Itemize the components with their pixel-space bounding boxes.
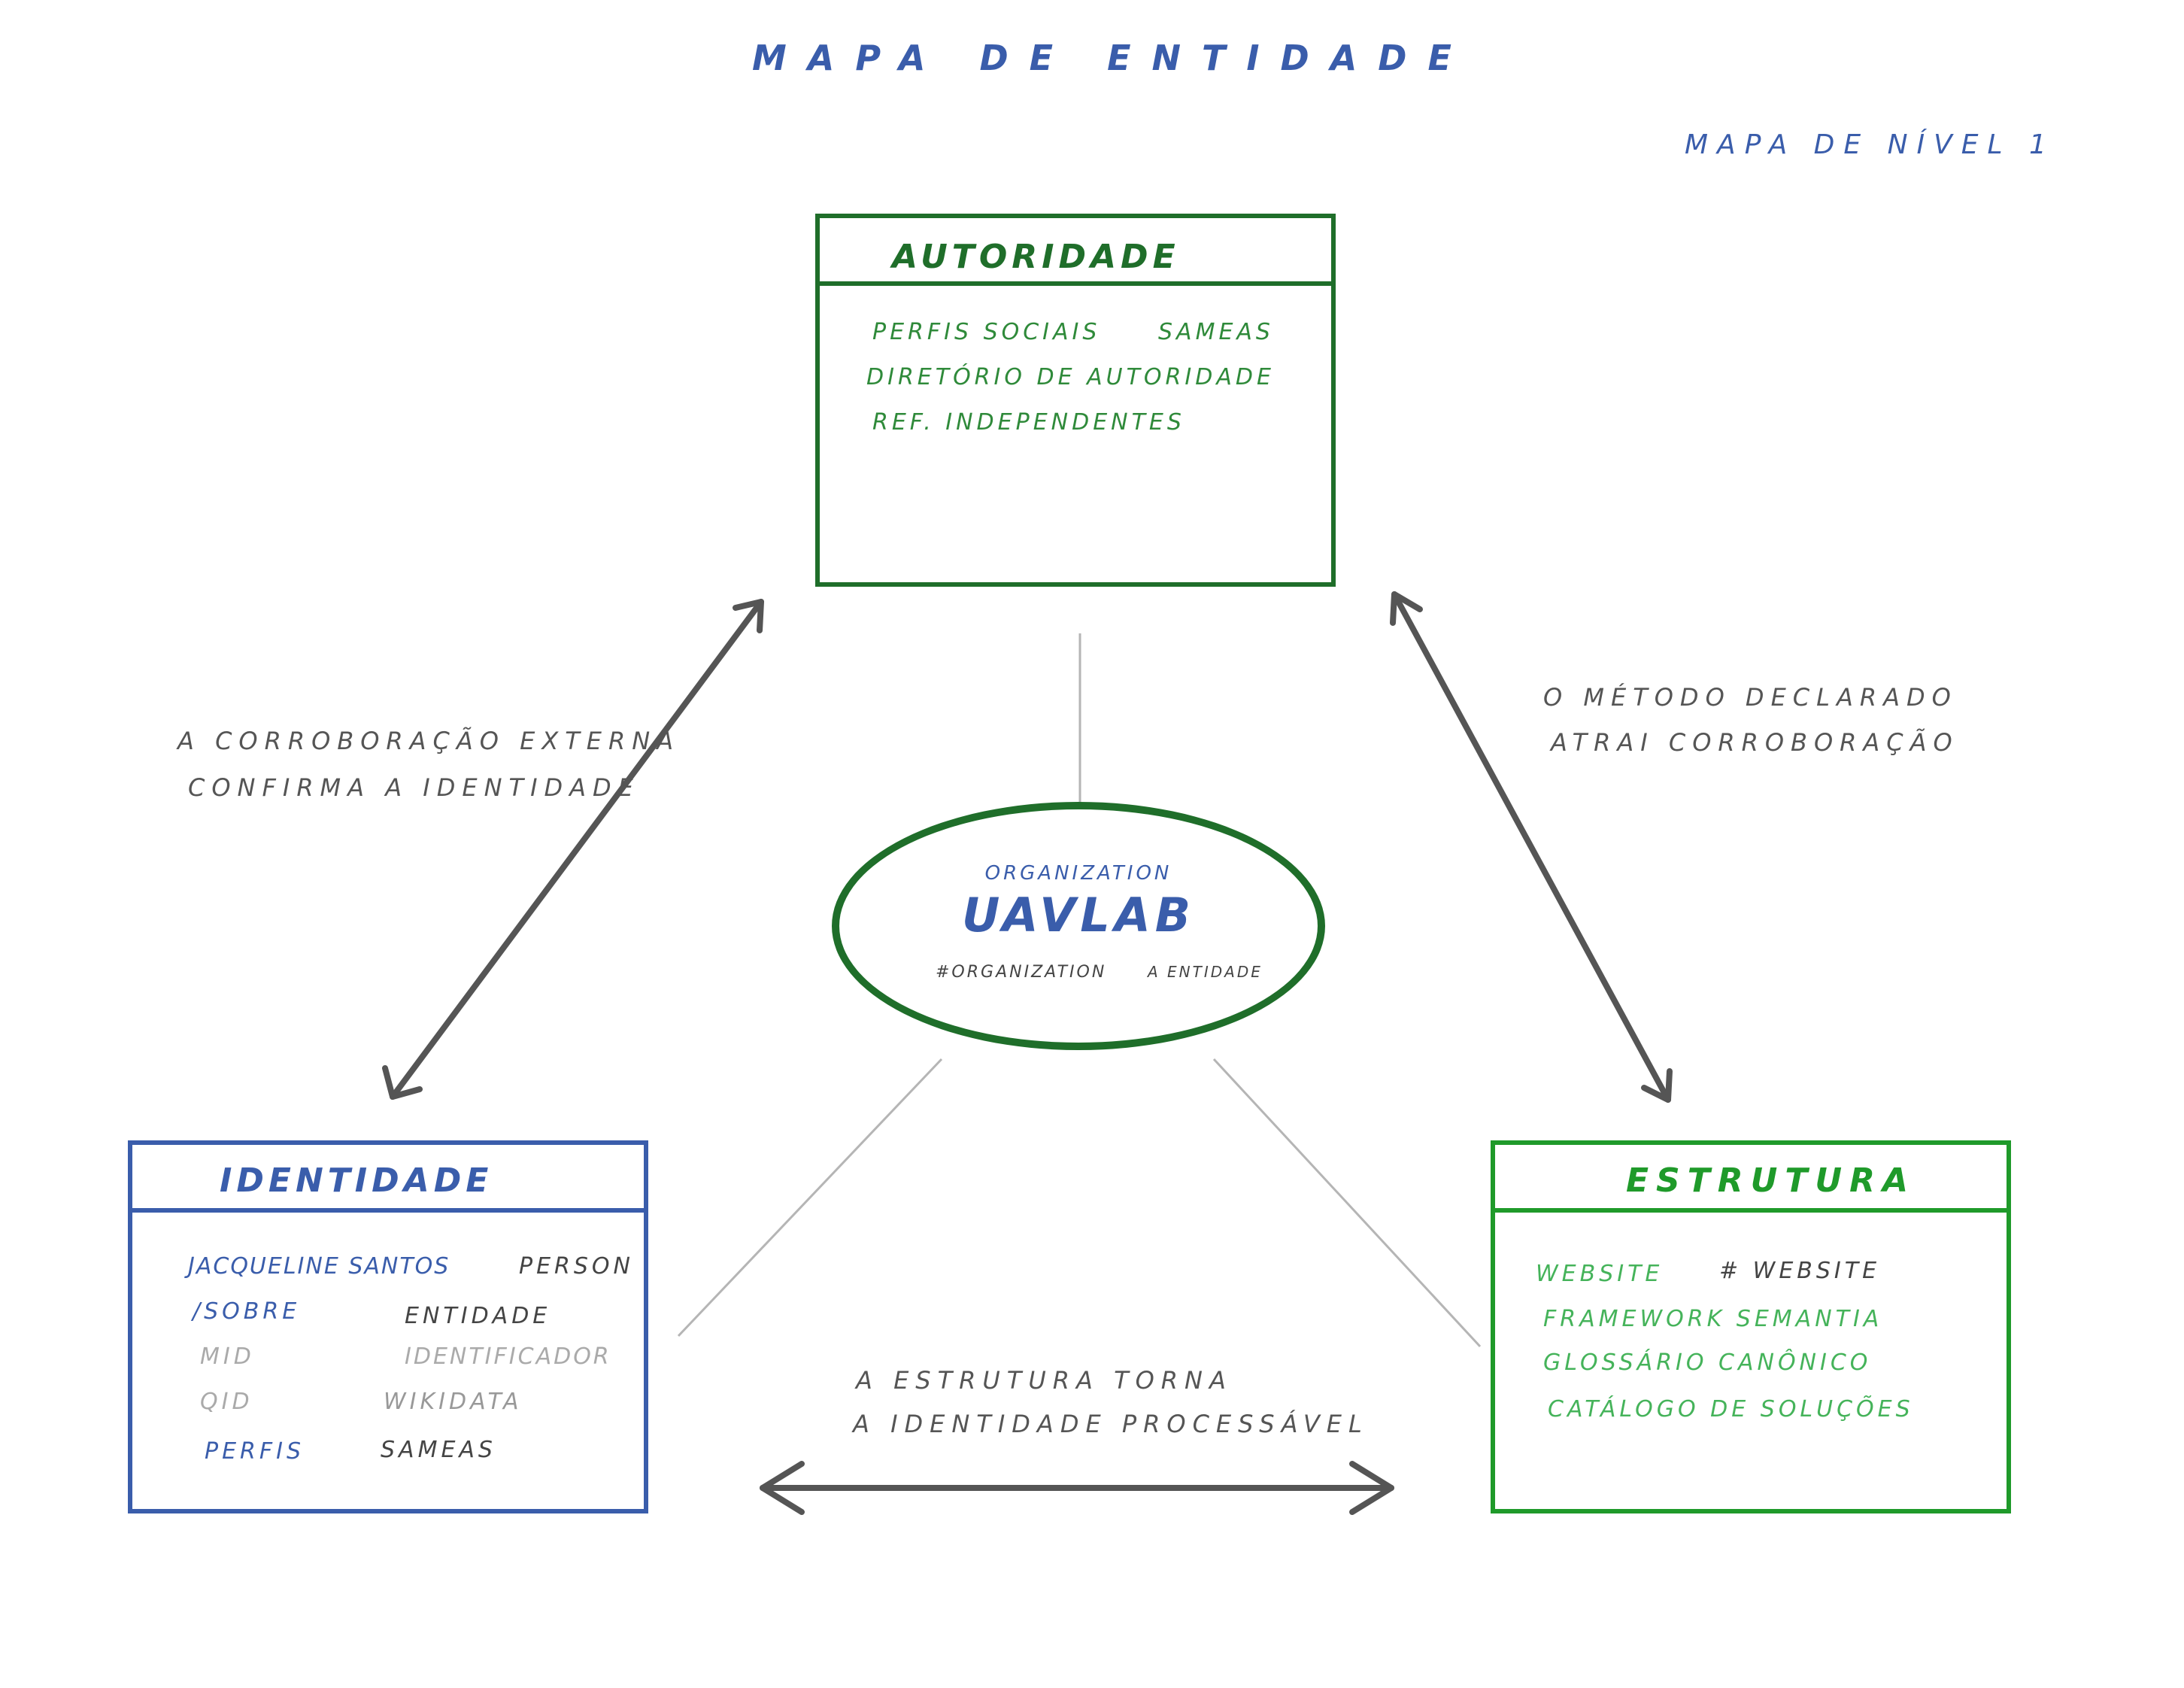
estrutura-row-2-left: FRAMEWORK SEMANTIA <box>1543 1306 1883 1332</box>
connector-entity-estrutura <box>1212 1058 1482 1348</box>
identidade-header <box>132 1145 644 1213</box>
autoridade-header <box>820 218 1331 286</box>
identidade-row-5-right: SAMEAS <box>381 1437 496 1463</box>
identidade-row-3-right: IDENTIFICADOR <box>405 1343 611 1370</box>
note-right-line-2: ATRAI CORROBORAÇÃO <box>1551 728 1959 757</box>
entity-tag-organization: #ORGANIZATION <box>936 963 1107 982</box>
note-bottom-line-1: A ESTRUTURA TORNA <box>856 1366 1233 1395</box>
note-left-line-1: A CORROBORAÇÃO EXTERNA <box>177 727 681 755</box>
entity-name: UAVLAB <box>961 888 1196 943</box>
identidade-title: IDENTIDADE <box>220 1161 493 1200</box>
estrutura-row-3-left: GLOSSÁRIO CANÔNICO <box>1543 1349 1872 1376</box>
arrow-identidade-estrutura <box>760 1461 1394 1515</box>
identidade-row-2-left: /SOBRE <box>193 1298 301 1325</box>
arrow-identidade-autoridade <box>382 599 764 1100</box>
arrow-autoridade-estrutura <box>1390 591 1673 1103</box>
identidade-row-1-right: PERSON <box>519 1253 634 1280</box>
autoridade-row-3-left: REF. INDEPENDENTES <box>872 409 1185 436</box>
identidade-row-1-left: JACQUELINE SANTOS <box>188 1253 450 1280</box>
identidade-row-4-left: QID <box>200 1389 253 1415</box>
diagram-title: MAPA DE ENTIDADE <box>752 38 1473 78</box>
diagram-subtitle: MAPA DE NÍVEL 1 <box>1685 129 2055 160</box>
estrutura-row-1-left: WEBSITE <box>1536 1261 1664 1287</box>
estrutura-row-1-right: # WEBSITE <box>1719 1258 1881 1284</box>
autoridade-row-1-right: SAMEAS <box>1158 319 1274 345</box>
note-left-line-2: CONFIRMA A IDENTIDADE <box>188 773 640 802</box>
identidade-row-3-left: MID <box>200 1343 255 1370</box>
estrutura-title: ESTRUTURA <box>1626 1161 1916 1200</box>
entity-kind: ORGANIZATION <box>984 862 1172 885</box>
autoridade-title: AUTORIDADE <box>892 238 1180 276</box>
entity-ellipse: ORGANIZATION UAVLAB #ORGANIZATION A ENTI… <box>832 802 1325 1050</box>
identidade-row-2-right: ENTIDADE <box>405 1303 551 1329</box>
estrutura-row-4-left: CATÁLOGO DE SOLUÇÕES <box>1548 1396 1914 1422</box>
autoridade-row-2-left: DIRETÓRIO DE AUTORIDADE <box>866 364 1275 390</box>
connector-entity-identidade <box>677 1058 943 1337</box>
identidade-row-5-left: PERFIS <box>205 1438 305 1465</box>
autoridade-row-1-left: PERFIS SOCIAIS <box>872 319 1101 345</box>
entity-tag-entidade: A ENTIDADE <box>1148 963 1263 981</box>
identidade-box: IDENTIDADE JACQUELINE SANTOS PERSON /SOB… <box>128 1140 648 1513</box>
estrutura-header <box>1495 1145 2007 1213</box>
note-bottom-line-2: A IDENTIDADE PROCESSÁVEL <box>853 1410 1369 1438</box>
note-right-line-1: O MÉTODO DECLARADO <box>1543 683 1958 712</box>
autoridade-box: AUTORIDADE PERFIS SOCIAIS SAMEAS DIRETÓR… <box>815 214 1336 587</box>
estrutura-box: ESTRUTURA WEBSITE # WEBSITE FRAMEWORK SE… <box>1491 1140 2011 1513</box>
identidade-row-4-right: WIKIDATA <box>384 1389 523 1415</box>
